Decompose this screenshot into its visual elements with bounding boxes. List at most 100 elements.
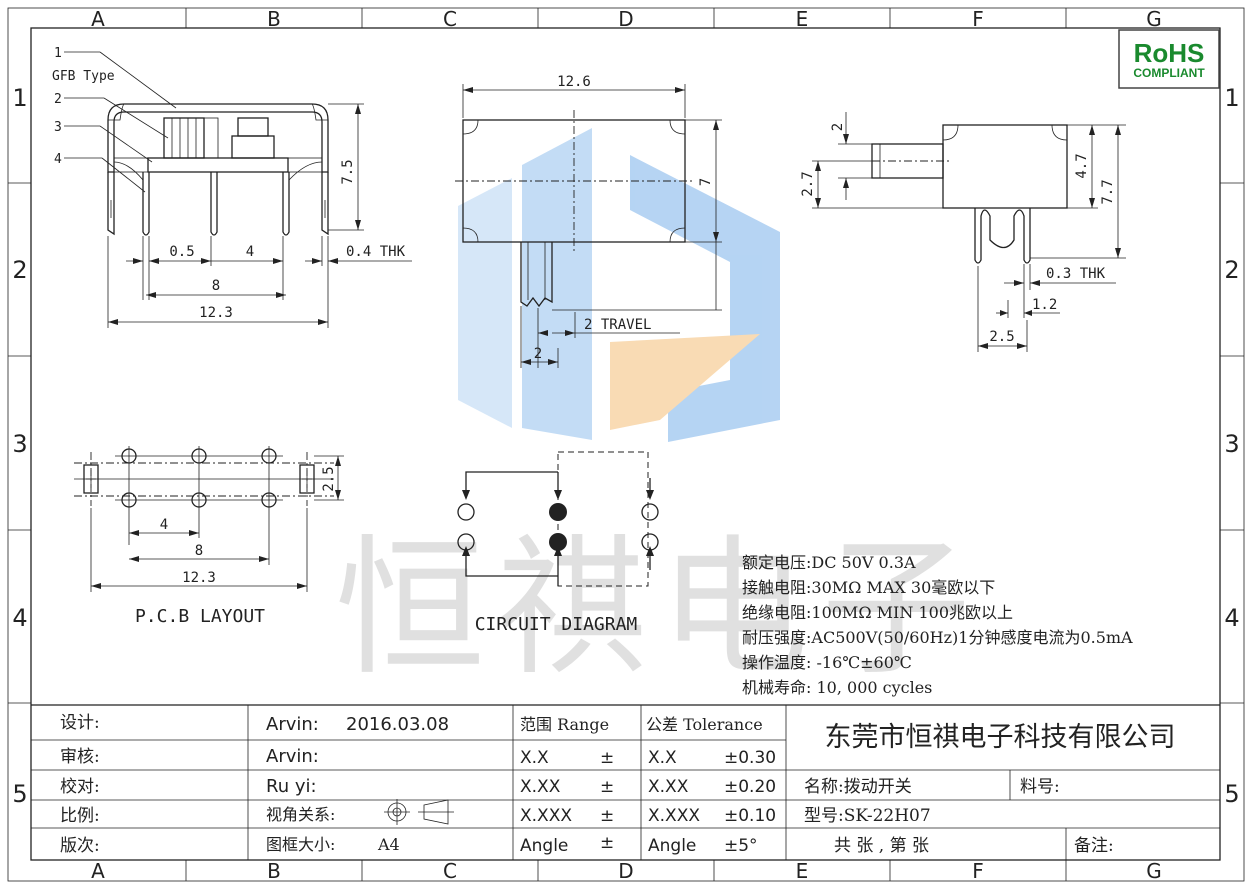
range-sign: ± [600,748,614,768]
dim-width: 12.3 [199,305,233,321]
callout-3: 3 [54,120,62,135]
rohs-title: RoHS [1134,38,1205,68]
spec-dielectric-strength: 耐压强度:AC500V(50/60Hz)1分钟感度电流为0.5mA [742,628,1133,647]
tolerance-name: X.X [648,748,677,768]
pcb-dim-row: 2.5 [321,466,337,491]
side-dim-height: 7.7 [1100,179,1116,204]
pcb-dim-pitch: 4 [160,517,168,533]
side-dim-knob-offset: 2.7 [800,171,816,196]
rohs-subtitle: COMPLIANT [1133,66,1205,80]
range-sign: ± [600,833,614,853]
tolerance-header: 公差 Tolerance [646,715,763,734]
label-version: 版次: [60,836,100,856]
outer-frame [7,7,1245,882]
row-labels-right: 1 2 3 4 5 [1224,84,1239,808]
circuit-terminal [457,503,475,521]
top-view: 12.6 7 2 TRAVEL 2 [455,74,722,368]
pcb-holes [115,446,283,565]
row-ticks [8,182,1244,704]
value-date: 2016.03.08 [346,714,449,735]
side-view: 2 2.7 4.7 7.7 0.3 THK 1.2 [800,112,1126,352]
col-label: F [972,7,984,31]
callout-2: 2 [54,92,62,107]
watermark-logo-orange [610,334,760,430]
gfb-type-label: GFB Type [52,69,115,84]
top-dim-width: 12.6 [557,74,591,90]
spec-list: 额定电压:DC 50V 0.3A 接触电阻:30MΩ MAX 30毫欧以下 绝缘… [742,553,1133,697]
value-frame-size: A4 [377,835,400,854]
circuit-terminal [641,503,659,521]
tolerance-name: X.XXX [648,806,700,826]
callout-4: 4 [54,152,62,167]
value-proofer: Ru yi: [266,776,317,797]
top-dim-depth: 7 [698,178,714,186]
tolerance-value: ±0.20 [724,777,776,797]
tolerance-column: X.X X.XX X.XXX Angle ±0.30 ±0.20 ±0.10 ±… [648,748,776,856]
range-column: X.X X.XX X.XXX Angle ± ± ± ± [520,748,614,856]
range-value: X.XXX [520,806,572,826]
sheet-count: 共 张 , 第 张 [834,836,929,856]
top-dim-travel: 2 TRAVEL [584,317,651,333]
title-block: 设计: 审核: 校对: 比例: 版次: Arvin: 2016.03.08 Ar… [31,704,1220,860]
watermark-logo-blue-mid [522,128,592,440]
rohs-badge: RoHS COMPLIANT [1118,29,1220,89]
circuit-title: CIRCUIT DIAGRAM [475,614,638,635]
front-view: 1 GFB Type 2 3 4 7.5 0.5 4 8 [52,46,412,328]
projection-symbol-icon [384,799,454,825]
column-ticks [185,8,1067,881]
tolerance-value: ±5° [724,836,758,856]
col-label: G [1146,7,1162,31]
label-scale: 比例: [60,806,100,826]
dim-pitch: 0.5 [169,244,194,260]
column-labels-top: A B C D E F G [91,7,1162,31]
label-proof: 校对: [60,777,100,797]
tolerance-value: ±0.10 [724,806,776,826]
range-header: 范围 Range [520,715,609,734]
title-block-values-cn: 视角关系: 图框大小: A4 [266,805,400,854]
col-label: A [91,7,105,31]
watermark-text: 恒祺电子 [335,522,983,696]
tolerance-name: X.XX [648,777,689,797]
col-label: C [443,859,457,883]
col-label: C [443,7,457,31]
row-label: 3 [12,430,27,458]
circuit-common-terminal [549,533,567,551]
row-label: 3 [1224,430,1239,458]
circuit-common-terminal [549,503,567,521]
watermark-company-chars: 恒祺电子 [335,522,983,696]
dim-span: 8 [212,278,220,294]
watermark-logo [458,128,780,442]
col-label: D [618,7,633,31]
label-review: 审核: [60,747,100,767]
value-designer: Arvin: [266,714,319,735]
title-block-labels: 设计: 审核: 校对: 比例: 版次: [60,713,100,856]
col-label: E [796,859,809,883]
row-label: 2 [12,256,27,284]
pcb-layout-title: P.C.B LAYOUT [135,606,265,627]
side-dim-pin-span: 2.5 [989,329,1014,345]
tolerance-name: Angle [648,836,696,856]
spec-operating-temperature: 操作温度: -16℃±60℃ [742,653,912,672]
row-labels-left: 1 2 3 4 5 [12,84,27,808]
column-labels-bottom: A B C D E F G [91,859,1162,883]
pcb-dim-width: 12.3 [182,570,216,586]
side-dim-body: 4.7 [1074,153,1090,178]
tolerance-value: ±0.30 [724,748,776,768]
remark-label: 备注: [1074,836,1114,856]
range-value: X.XX [520,777,561,797]
top-dim-knob: 2 [534,346,542,362]
row-label: 2 [1224,256,1239,284]
value-frame-size-label: 图框大小: [266,835,335,854]
company-name: 东莞市恒祺电子科技有限公司 [825,722,1176,753]
col-label: F [972,859,984,883]
col-label: B [267,7,281,31]
col-label: A [91,859,105,883]
callout-1: 1 [54,46,62,61]
row-label: 1 [12,84,27,112]
side-dim-thickness: 0.3 THK [1046,266,1106,282]
pcb-layout: 2.5 4 8 12.3 P.C.B LAYOUT [74,446,344,627]
watermark-logo-blue-right [630,155,780,442]
col-label: E [796,7,809,31]
spec-mechanical-life: 机械寿命: 10, 000 cycles [742,678,932,697]
